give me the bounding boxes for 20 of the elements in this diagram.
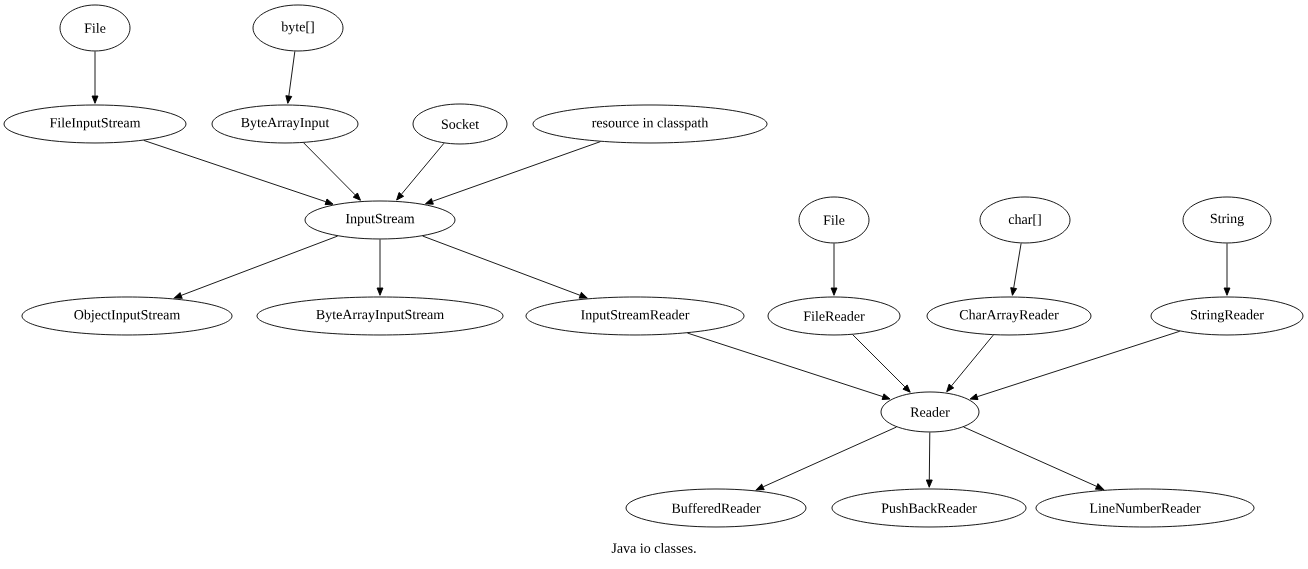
arrow (143, 140, 334, 206)
arrow (946, 334, 994, 393)
arrow (422, 235, 588, 299)
arrow (755, 426, 897, 491)
arrow (925, 432, 933, 488)
arrow (852, 334, 911, 393)
arrow (425, 141, 601, 205)
arrow (376, 239, 384, 296)
arrow (173, 235, 339, 299)
caption: Java io classes. (611, 543, 696, 553)
arrow (1223, 243, 1231, 296)
arrow (396, 142, 445, 201)
arrow (963, 426, 1104, 490)
arrow (91, 51, 99, 104)
arrow (1010, 242, 1022, 296)
arrow (285, 50, 296, 104)
arrow (830, 243, 838, 296)
arrow (303, 142, 361, 201)
arrow (687, 332, 891, 400)
arrow (969, 330, 1181, 400)
